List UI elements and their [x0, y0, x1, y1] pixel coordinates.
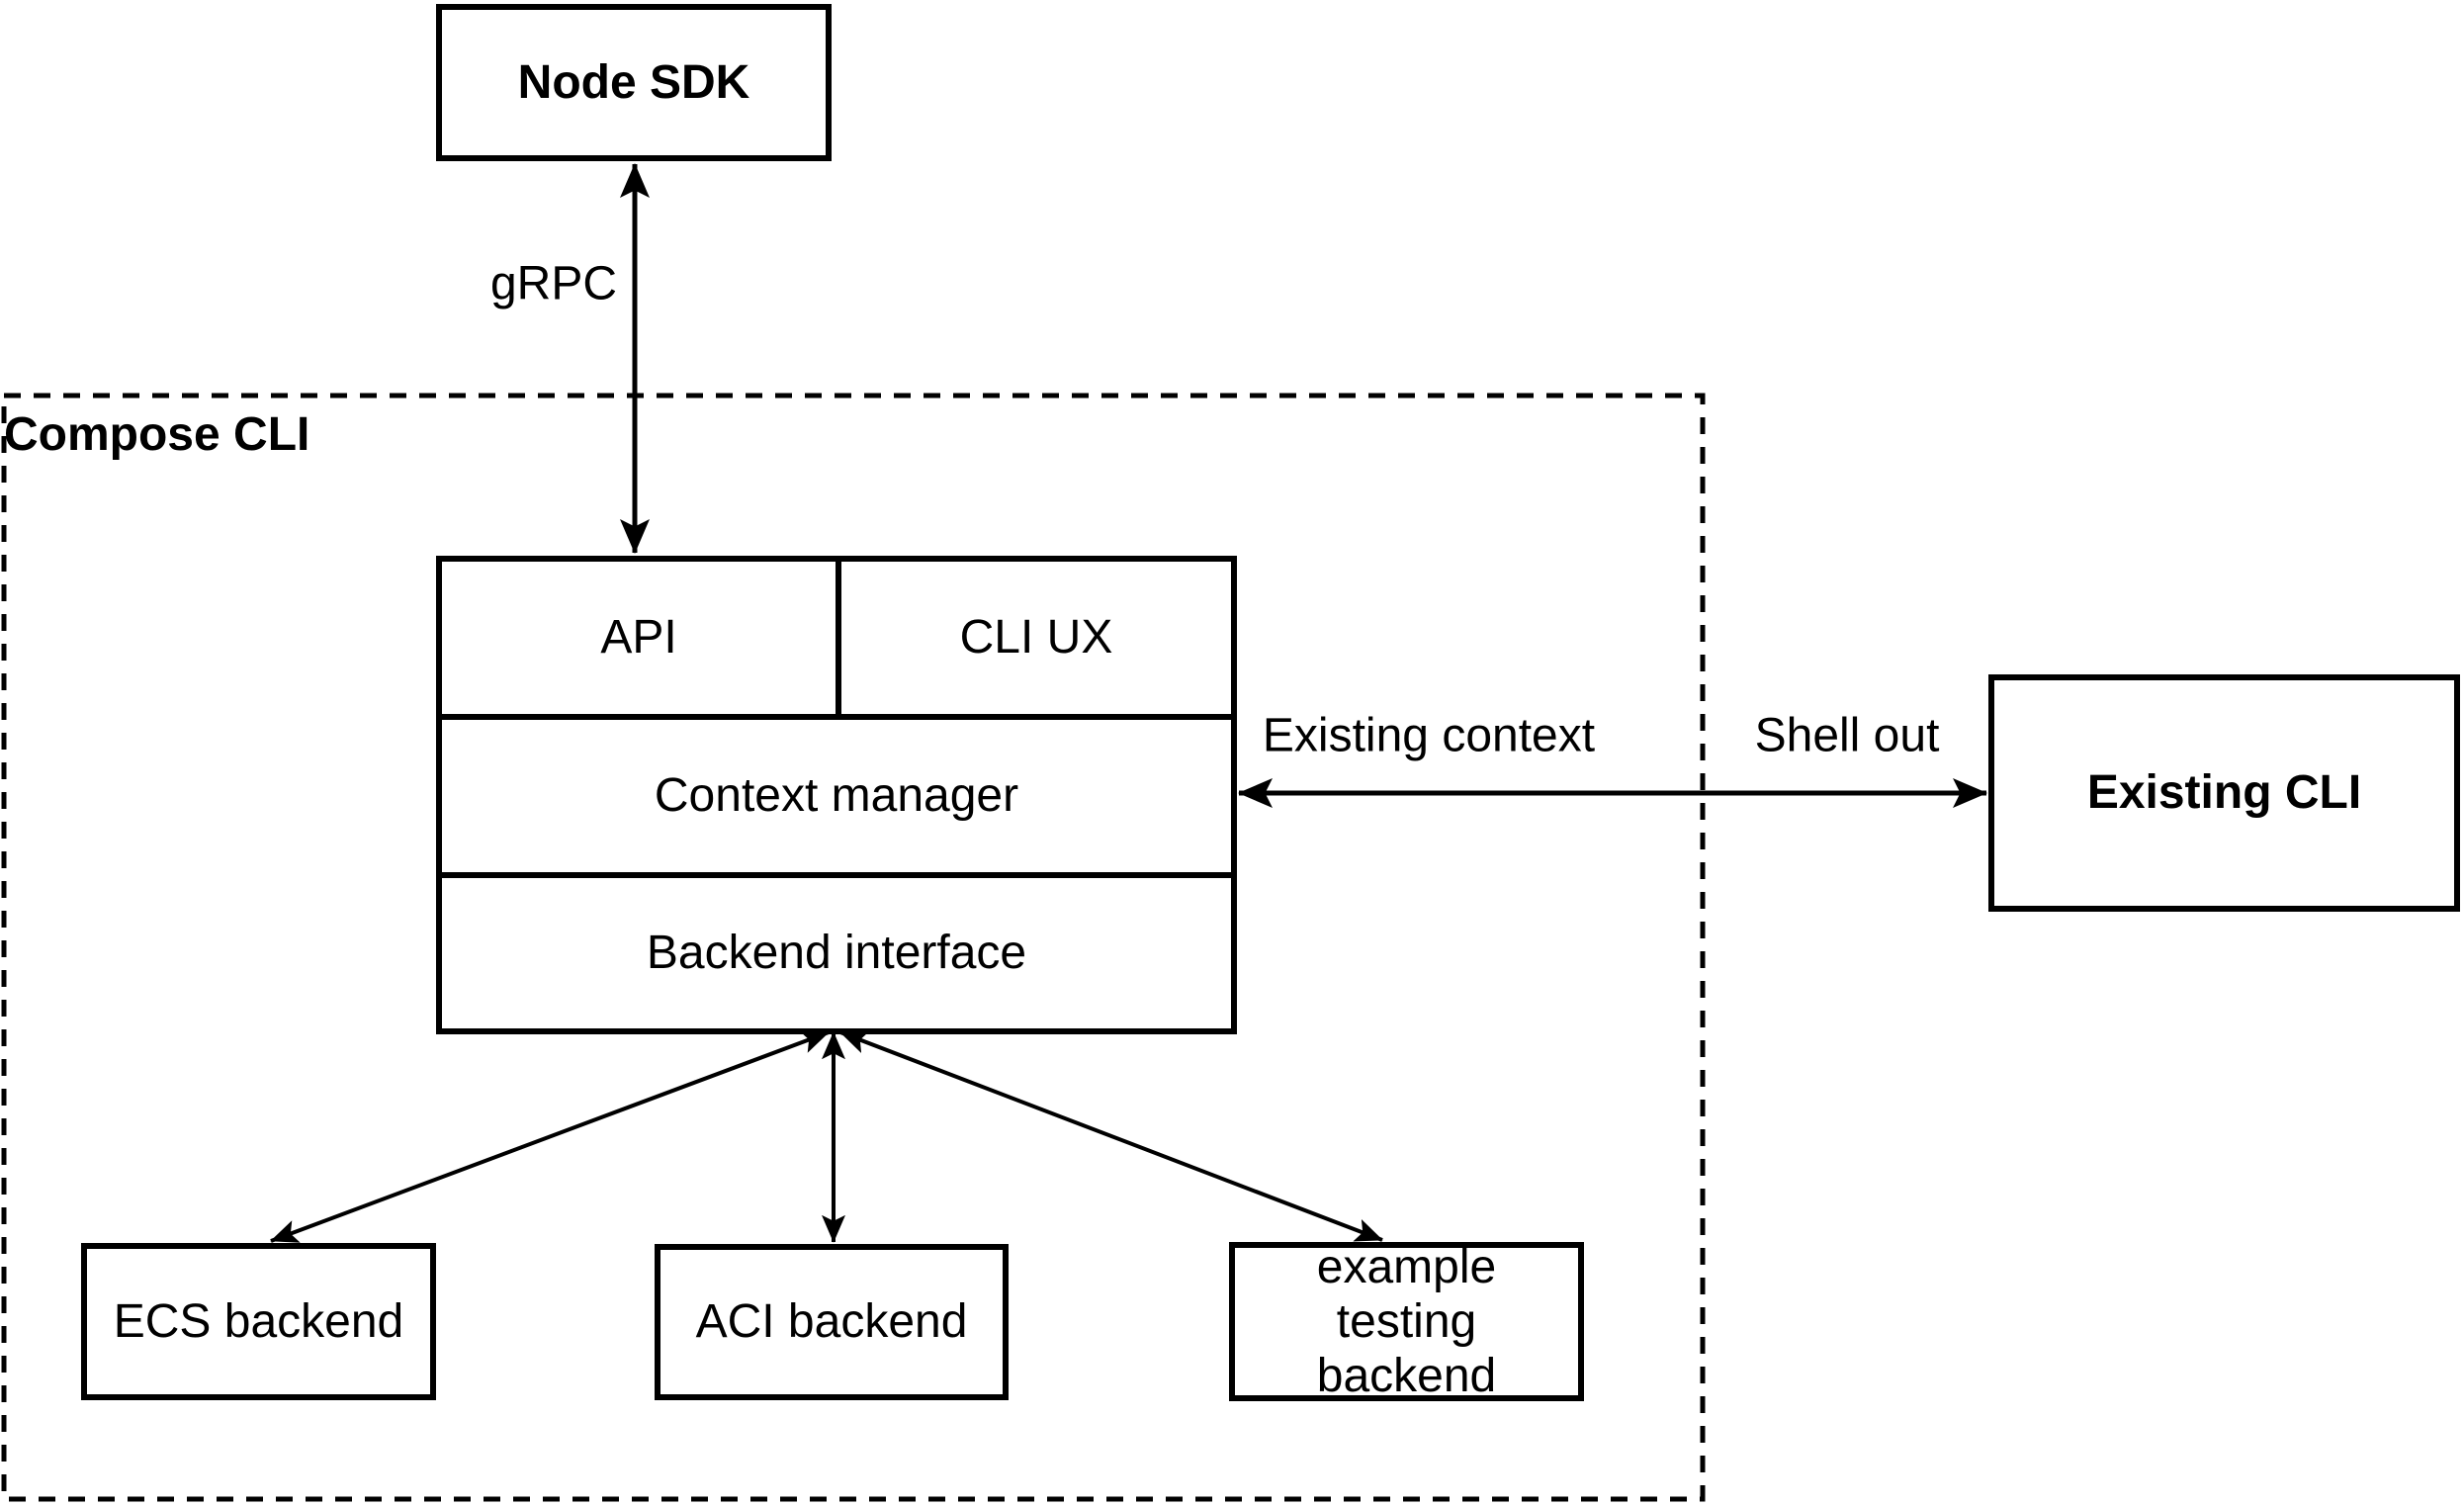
backend-interface-box: Backend interface [436, 872, 1237, 1034]
node-sdk-box: Node SDK [436, 4, 832, 161]
grpc-edge-label: gRPC [484, 256, 624, 311]
cli-ux-box: CLI UX [836, 556, 1237, 720]
context-manager-label: Context manager [654, 769, 1019, 823]
ecs-backend-label: ECS backend [113, 1294, 404, 1348]
backend-interface-label: Backend interface [646, 927, 1027, 980]
example-testing-backend-box: example testing backend [1229, 1240, 1584, 1403]
compose-cli-container-border [1, 393, 1706, 1502]
aci-backend-label: ACI backend [695, 1295, 968, 1349]
existing-cli-box: Existing CLI [1988, 674, 2460, 912]
context-manager-box: Context manager [436, 714, 1237, 878]
aci-backend-box: ACI backend [655, 1244, 1009, 1400]
api-box: API [436, 556, 841, 720]
compose-cli-container-label: Compose CLI [4, 408, 310, 461]
existing-context-edge-label: Existing context [1256, 708, 1602, 763]
api-label: API [600, 611, 677, 665]
edge-backend-to-ecs [270, 1030, 830, 1243]
existing-cli-label: Existing CLI [2086, 766, 2362, 820]
shell-out-edge-label: Shell out [1748, 708, 1946, 763]
ecs-backend-box: ECS backend [81, 1243, 436, 1400]
edge-backend-to-example [839, 1030, 1383, 1242]
node-sdk-label: Node SDK [517, 55, 750, 109]
cli-ux-label: CLI UX [959, 611, 1113, 665]
example-testing-backend-label: example testing backend [1316, 1240, 1497, 1403]
